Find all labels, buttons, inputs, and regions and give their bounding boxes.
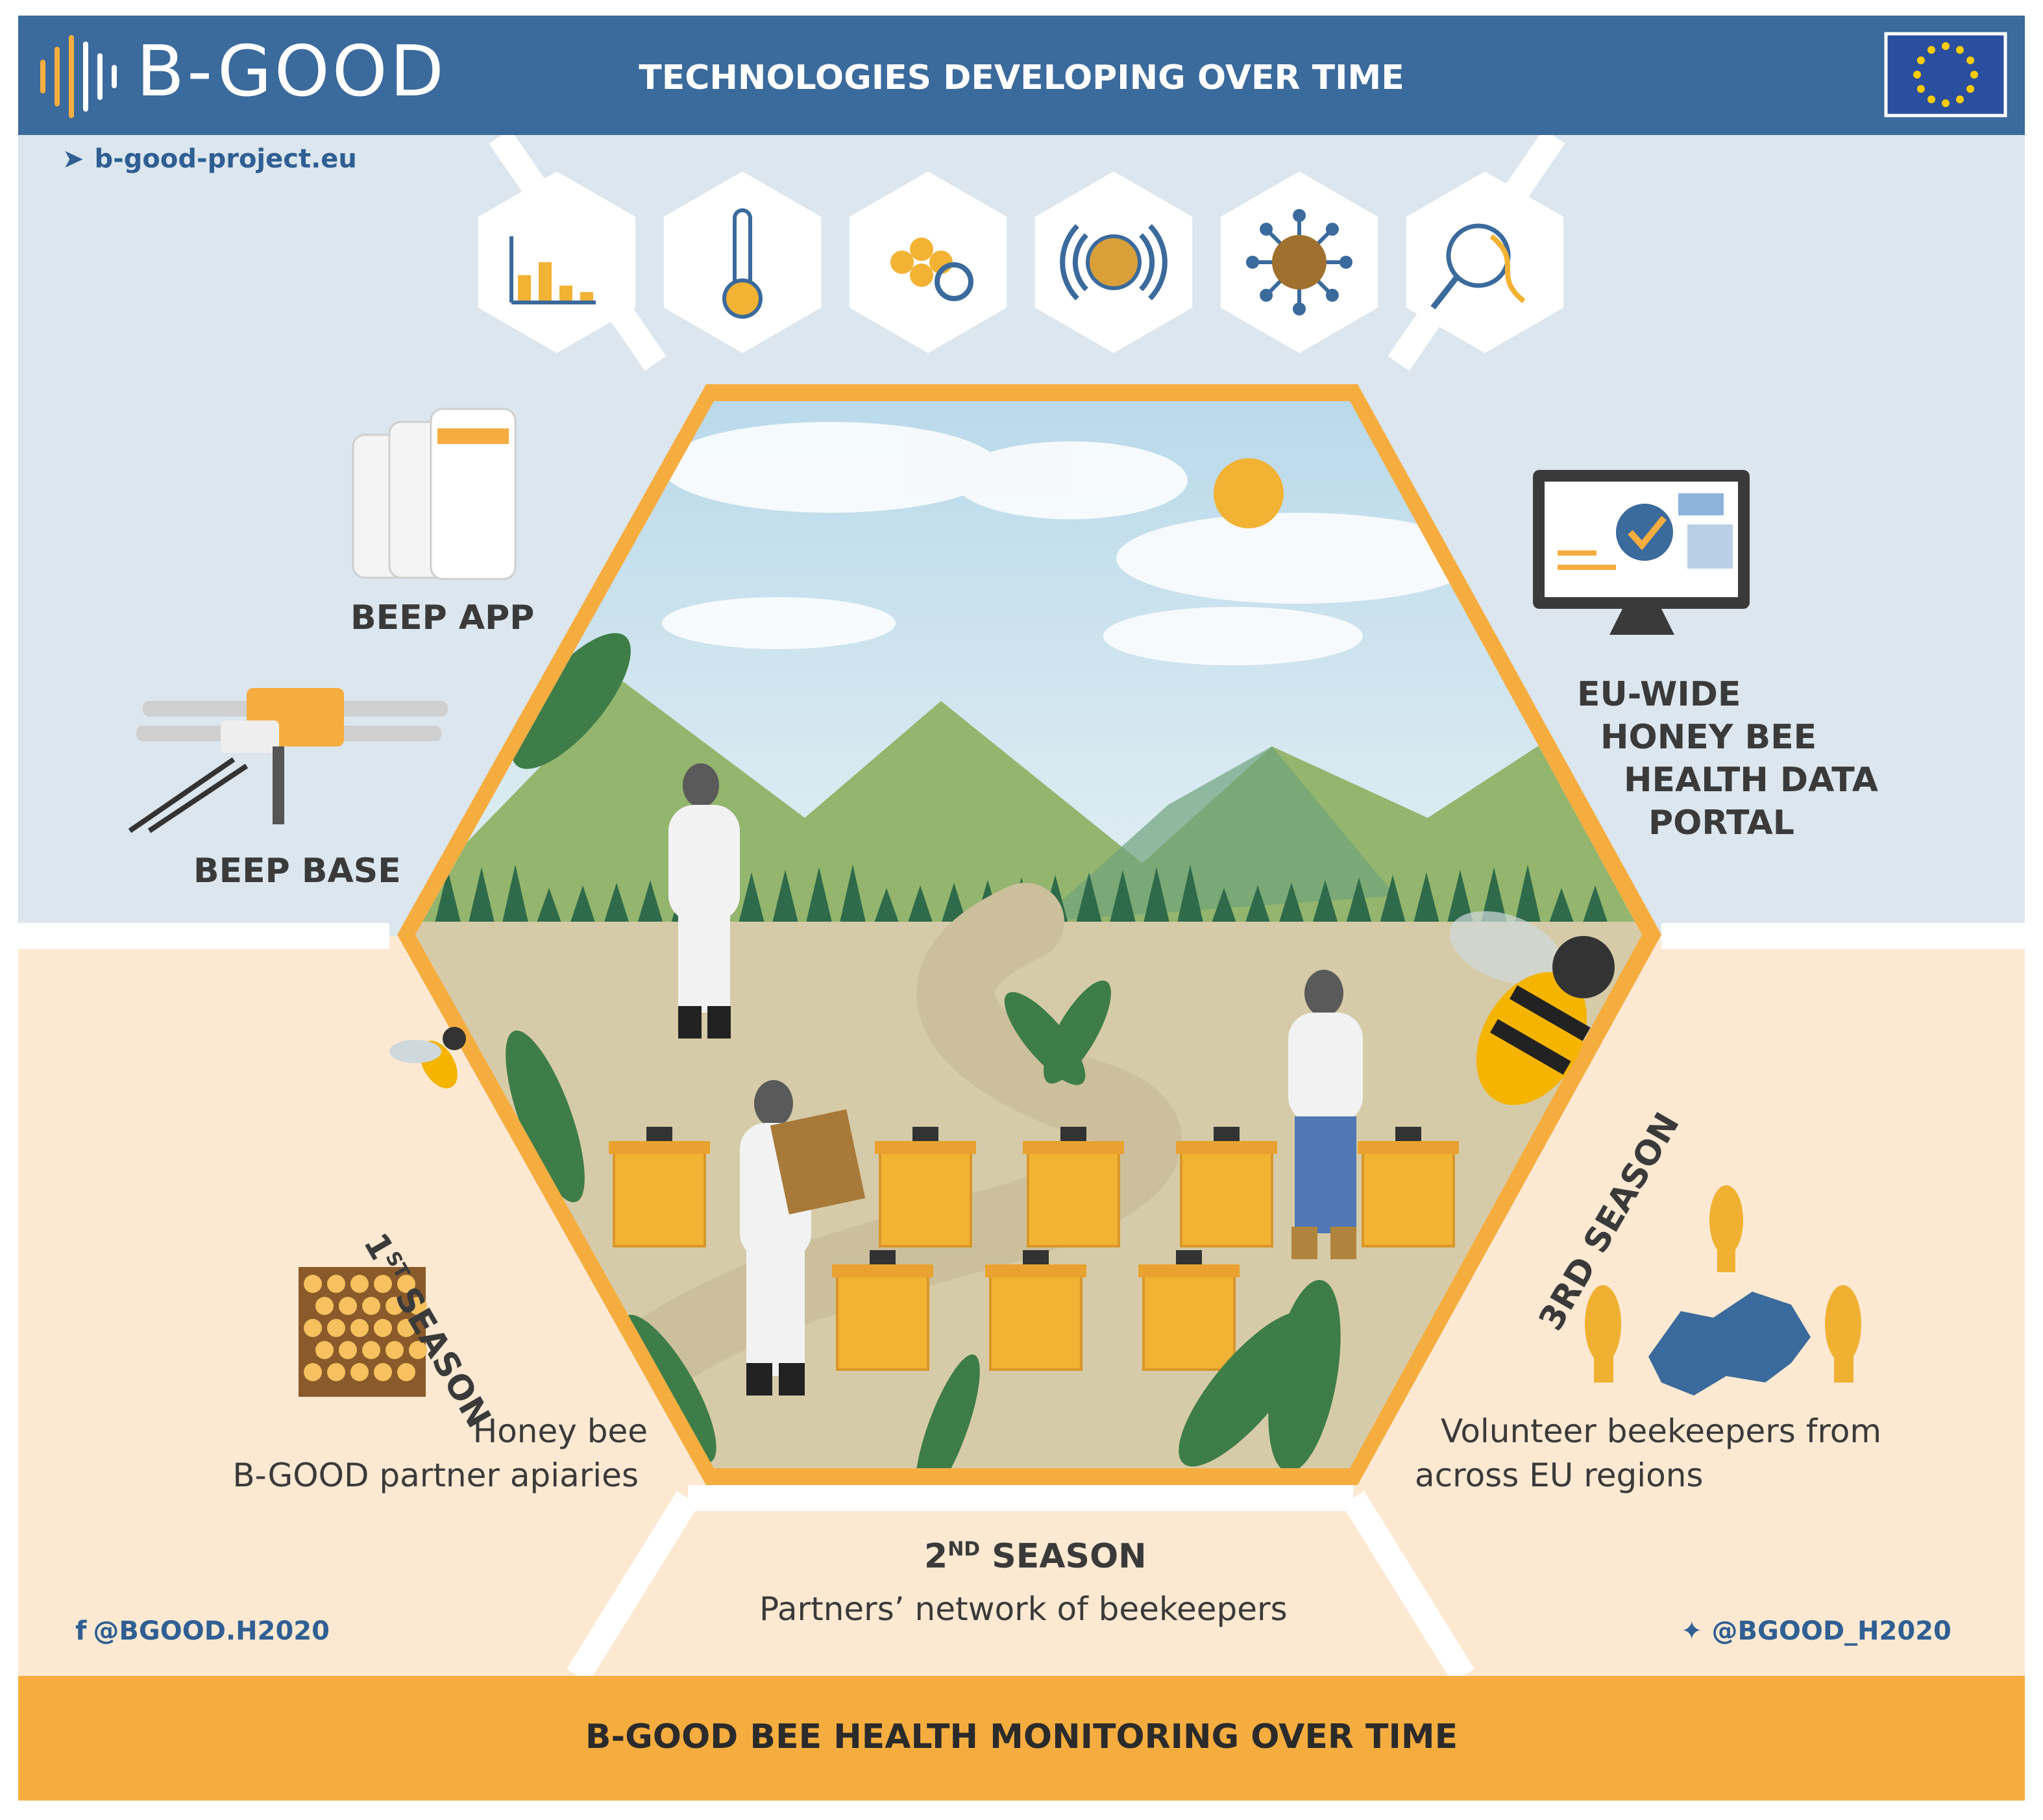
- sensor-signal-icon: [1034, 171, 1193, 353]
- beep-base-device-icon: [128, 688, 448, 833]
- twitter-handle: @BGOOD_H2020: [1711, 1616, 1951, 1646]
- eu-stars-icon: [1913, 42, 1978, 107]
- second-season-word: SEASON: [980, 1537, 1147, 1576]
- bar-chart-bee-icon: [478, 171, 636, 353]
- facebook-handle: @BGOOD.H2020: [93, 1616, 330, 1646]
- data-portal-monitor-icon: [1533, 470, 1750, 635]
- facebook-link[interactable]: f@BGOOD.H2020: [75, 1616, 330, 1646]
- twitter-icon: ✦: [1681, 1616, 1703, 1646]
- beekeepers: [668, 763, 1363, 1396]
- logo-text: B-GOOD: [136, 31, 447, 112]
- portal-line-2: HONEY BEE: [1600, 718, 1817, 757]
- second-season-desc: Partners’ network of beekeepers: [759, 1590, 1288, 1628]
- header-title: TECHNOLOGIES DEVELOPING OVER TIME: [639, 58, 1404, 97]
- hex-separators: [18, 129, 2025, 1683]
- beehives: [609, 1127, 1459, 1371]
- facebook-icon: f: [75, 1616, 87, 1646]
- header-bar: [18, 16, 2025, 135]
- beep-app-phones-icon: [352, 408, 517, 580]
- virus-icon: [1220, 171, 1378, 353]
- large-bee-icon: [1449, 911, 1615, 1105]
- logo-bars-icon: [40, 35, 117, 118]
- footer-title: B-GOOD BEE HEALTH MONITORING OVER TIME: [585, 1717, 1458, 1756]
- first-season-desc-2: B-GOOD partner apiaries: [232, 1457, 639, 1494]
- second-season-sup: ND: [948, 1538, 981, 1561]
- portal-line-4: PORTAL: [1648, 804, 1794, 842]
- portal-line-3: HEALTH DATA: [1624, 761, 1878, 800]
- twitter-link[interactable]: ✦ @BGOOD_H2020: [1681, 1616, 1951, 1646]
- send-arrow-icon: ➤: [62, 144, 84, 174]
- website-link[interactable]: ➤ b-good-project.eu: [62, 144, 357, 174]
- second-season-number: 2: [924, 1537, 948, 1576]
- small-bee-icon: [389, 1027, 466, 1088]
- dna-magnifier-icon: [1406, 171, 1564, 353]
- honeycomb-gear-icon: [849, 171, 1007, 353]
- website-url: b-good-project.eu: [94, 144, 357, 174]
- honeycomb-frame-icon: [299, 1267, 427, 1397]
- portal-line-1: EU-WIDE: [1577, 675, 1741, 714]
- sun-icon: [1214, 458, 1284, 528]
- beep-base-label: BEEP BASE: [193, 852, 401, 891]
- europe-map-hands-icon: [1585, 1185, 1861, 1396]
- first-season-desc-1: Honey bee: [472, 1412, 648, 1450]
- beep-app-label: BEEP APP: [350, 598, 535, 637]
- footer-bar: [18, 1676, 2025, 1801]
- tech-icons-row: [478, 171, 1564, 353]
- third-season-desc-1: Volunteer beekeepers from: [1441, 1412, 1882, 1450]
- thermometer-icon: [663, 171, 822, 353]
- third-season-desc-2: across EU regions: [1415, 1457, 1704, 1494]
- second-season-label: 2ND SEASON: [924, 1537, 1147, 1576]
